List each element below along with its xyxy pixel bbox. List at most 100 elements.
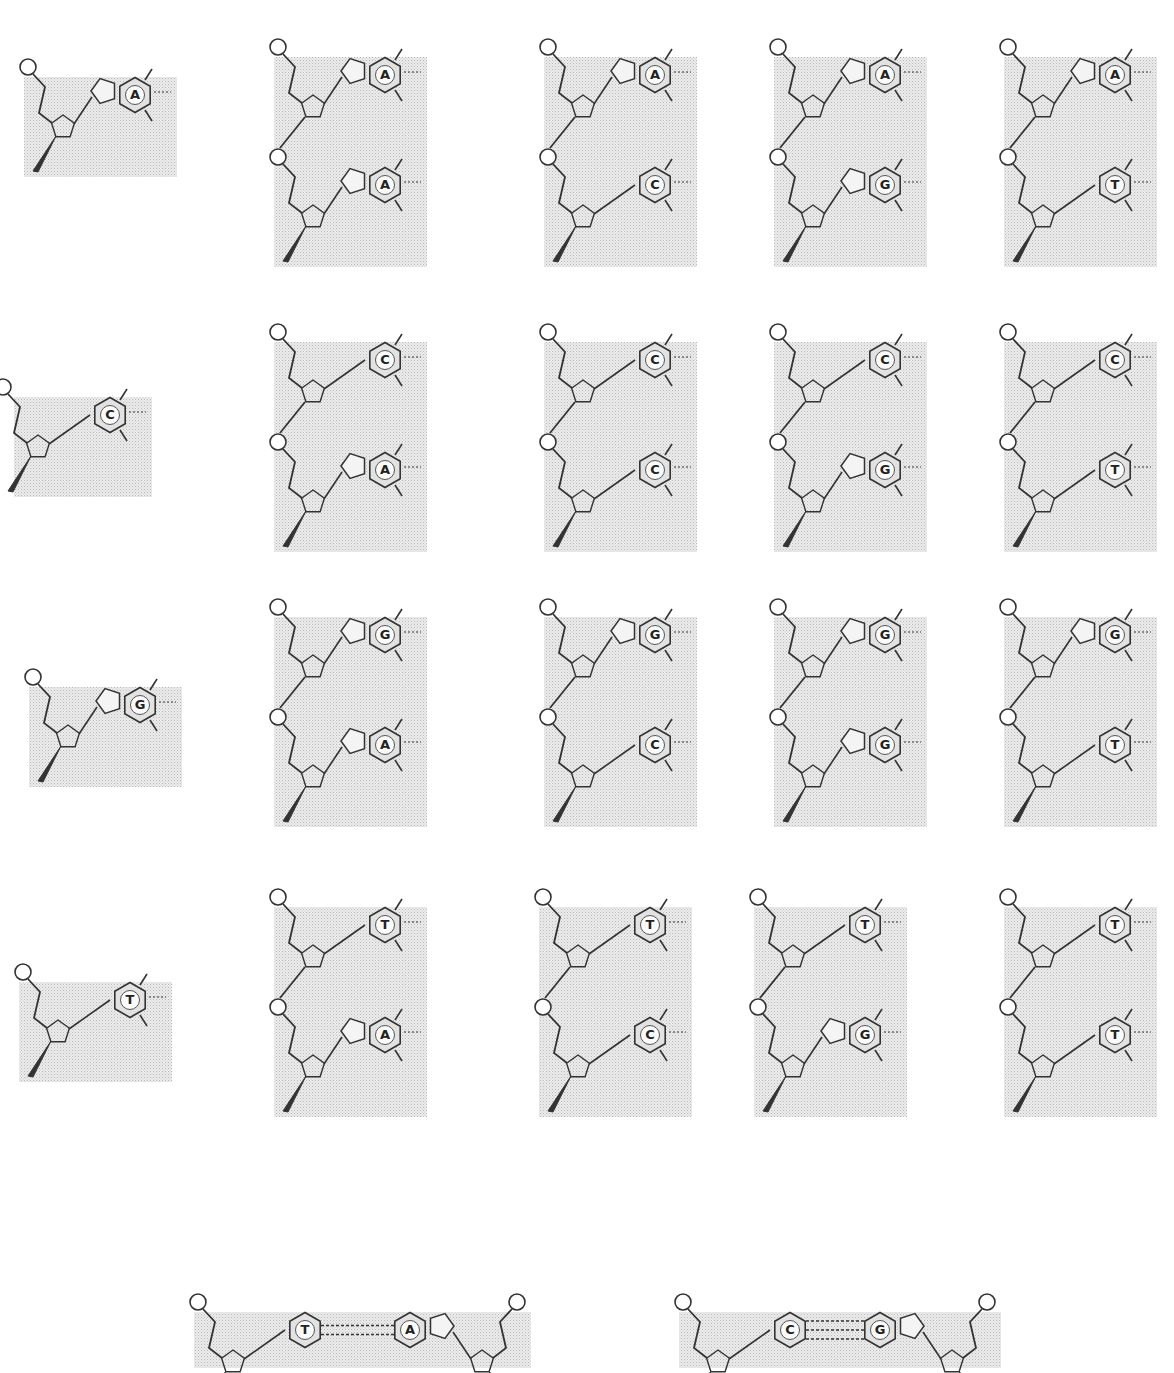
drawing-stroke: [395, 444, 402, 455]
drawing-stroke: [1134, 181, 1151, 182]
stipple-ground: [274, 617, 427, 827]
sugar-ring: [1032, 765, 1055, 787]
sugar-ring: [302, 765, 325, 787]
base-letter: G: [121, 686, 159, 724]
drawing-stroke: [1125, 159, 1132, 170]
drawing-stroke: [665, 719, 672, 730]
backbone-line: [283, 1014, 302, 1063]
base-letter: C: [366, 341, 404, 379]
drawing-stroke: [594, 360, 635, 389]
drawing-stroke: [1125, 334, 1132, 345]
backbone-line: [783, 164, 802, 213]
drawing-stroke: [395, 485, 402, 496]
backbone-line: [493, 1309, 512, 1358]
backbone-line: [280, 117, 305, 148]
drawing-stroke: [324, 1037, 342, 1064]
purine-ring: [96, 689, 120, 714]
drawing-stroke: [395, 90, 402, 101]
sugar-ring: [572, 655, 595, 677]
drawing-stroke: [324, 637, 342, 664]
phosphate-circle: [270, 599, 286, 615]
base-ring: A: [366, 451, 404, 489]
stipple-ground: [544, 617, 697, 827]
drawing-stroke: [674, 71, 691, 72]
sugar-ring: [1032, 205, 1055, 227]
backbone-line: [1010, 402, 1035, 433]
purine-ring: [841, 729, 865, 754]
stipple-ground: [754, 907, 907, 1117]
base-ring: T: [1096, 451, 1134, 489]
drawing-stroke: [404, 741, 421, 742]
backbone-line: [280, 967, 305, 998]
drawing-stroke: [824, 77, 842, 104]
sugar-ring: [802, 765, 825, 787]
sugar-ring: [567, 1055, 590, 1077]
drawing-stroke: [804, 925, 845, 954]
drawing-stroke: [1125, 485, 1132, 496]
base-letter: C: [771, 1311, 809, 1349]
drawing-stroke: [665, 650, 672, 661]
backbone-line: [763, 1014, 782, 1063]
sugar-ring: [1032, 945, 1055, 967]
base-letter: G: [866, 166, 904, 204]
base-ring: A: [116, 76, 154, 114]
base-letter: T: [111, 981, 149, 1019]
drawing-stroke: [1054, 470, 1095, 499]
backbone-tail: [283, 511, 306, 547]
drawing-stroke: [895, 334, 902, 345]
drawing-stroke: [594, 470, 635, 499]
base-letter: T: [1096, 726, 1134, 764]
drawing-stroke: [150, 720, 157, 731]
sugar-ring: [572, 490, 595, 512]
drawing-stroke: [665, 760, 672, 771]
sugar-ring: [302, 380, 325, 402]
base-letter: T: [1096, 166, 1134, 204]
stipple-ground: [774, 342, 927, 552]
drawing-stroke: [904, 181, 921, 182]
drawing-stroke: [669, 921, 686, 922]
backbone-tail: [283, 786, 306, 822]
sugar-ring: [57, 725, 80, 747]
sugar-ring: [782, 945, 805, 967]
base-ring: T: [366, 906, 404, 944]
drawing-stroke: [1125, 899, 1132, 910]
drawing-stroke: [884, 1031, 901, 1032]
drawing-stroke: [895, 90, 902, 101]
backbone-line: [550, 402, 575, 433]
drawing-stroke: [1134, 71, 1151, 72]
base-ring: C: [636, 166, 674, 204]
phosphate-circle: [1000, 889, 1016, 905]
drawing-stroke: [665, 444, 672, 455]
base-letter: G: [846, 1016, 884, 1054]
purine-ring: [1071, 619, 1095, 644]
purine-ring: [341, 454, 365, 479]
sugar-ring: [802, 205, 825, 227]
stipple-ground: [1004, 342, 1157, 552]
base-ring: C: [636, 341, 674, 379]
purine-ring: [901, 1314, 925, 1339]
drawing-stroke: [1125, 1009, 1132, 1020]
drawing-stroke: [1134, 1031, 1151, 1032]
purine-ring: [431, 1314, 455, 1339]
backbone-tail: [1013, 511, 1036, 547]
base-letter: A: [366, 451, 404, 489]
purine-ring: [341, 619, 365, 644]
backbone-line: [550, 117, 575, 148]
drawing-stroke: [404, 181, 421, 182]
drawing-stroke: [1125, 760, 1132, 771]
backbone-line: [783, 339, 802, 388]
drawing-stroke: [140, 1015, 147, 1026]
backbone-line: [1013, 449, 1032, 498]
drawing-stroke: [159, 701, 176, 702]
drawing-stroke: [1125, 444, 1132, 455]
base-ring: A: [366, 166, 404, 204]
backbone-line: [780, 117, 805, 148]
purine-ring: [841, 454, 865, 479]
drawing-stroke: [395, 200, 402, 211]
drawing-stroke: [904, 741, 921, 742]
base-letter: T: [846, 906, 884, 944]
base-letter: A: [366, 56, 404, 94]
backbone-tail: [783, 511, 806, 547]
backbone-line: [553, 614, 572, 663]
